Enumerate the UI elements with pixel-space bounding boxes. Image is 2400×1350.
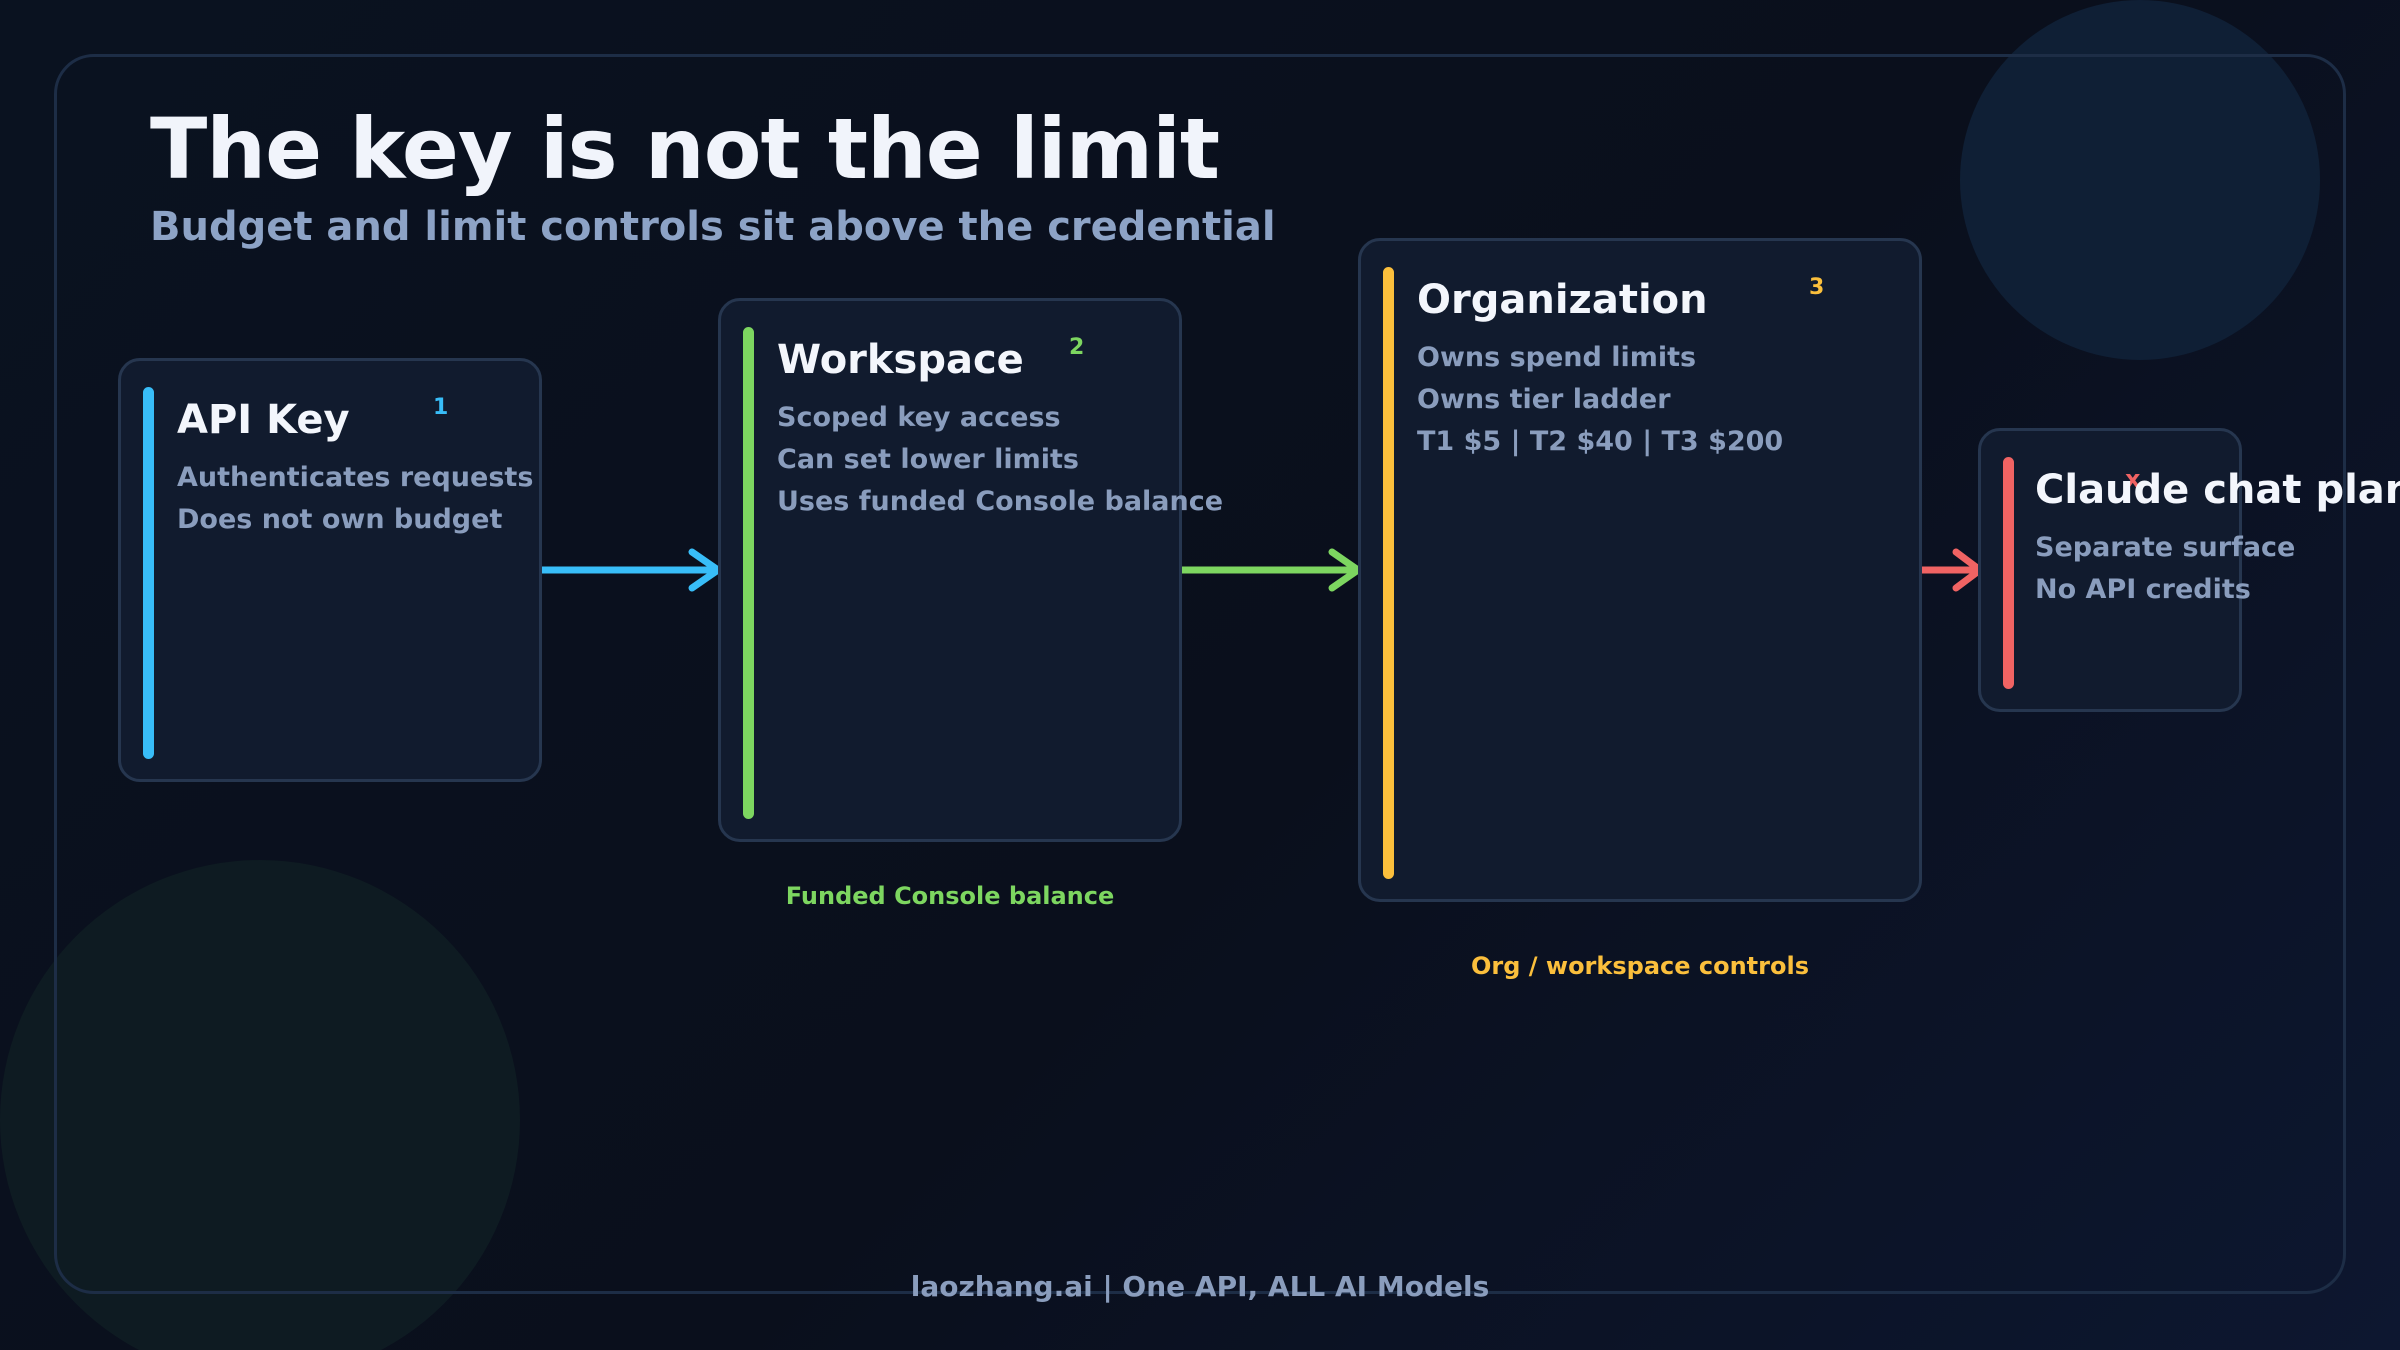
slide-frame	[54, 54, 2346, 1294]
card-line: Scoped key access	[777, 402, 1061, 433]
card-accent-bar	[743, 327, 754, 819]
card-lines: Authenticates requests Does not own budg…	[177, 457, 533, 541]
card-lines: Scoped key access Can set lower limits U…	[777, 397, 1223, 523]
card-step-marker: x	[2125, 465, 2141, 493]
card-line: Separate surface	[2035, 532, 2296, 563]
card-accent-bar	[1383, 267, 1394, 879]
card-title: Workspace	[777, 337, 1024, 383]
slide-subtitle: Budget and limit controls sit above the …	[150, 204, 1276, 250]
card-accent-bar	[143, 387, 154, 759]
card-line: No API credits	[2035, 574, 2251, 605]
card-step-number: 2	[1069, 335, 1085, 360]
card-claude-chat-plans: x Claude chat plans Separate surface No …	[1978, 428, 2400, 712]
card-organization: Organization 3 Owns spend limits Owns ti…	[1358, 238, 1922, 902]
card-line: Does not own budget	[177, 504, 503, 535]
card-api-key: API Key 1 Authenticates requests Does no…	[118, 358, 542, 782]
card-workspace: Workspace 2 Scoped key access Can set lo…	[718, 298, 1223, 842]
card-line: Owns spend limits	[1417, 342, 1697, 373]
card-accent-bar	[2003, 457, 2014, 689]
card-lines: Owns spend limits Owns tier ladder T1 $5…	[1417, 337, 1783, 463]
card-lines: Separate surface No API credits	[2035, 527, 2295, 611]
card-step-number: 1	[433, 395, 449, 420]
card-line: Can set lower limits	[777, 444, 1079, 475]
footer-branding: laozhang.ai | One API, ALL AI Models	[910, 1270, 1490, 1303]
workspace-caption: Funded Console balance	[785, 882, 1115, 910]
card-line: Authenticates requests	[177, 462, 534, 493]
card-line: Owns tier ladder	[1417, 384, 1671, 415]
card-step-number: 3	[1809, 275, 1825, 300]
decorative-circle-top-right	[1960, 0, 2320, 360]
organization-caption: Org / workspace controls	[1471, 952, 1809, 980]
slide-title: The key is not the limit	[150, 100, 1220, 198]
card-line-tiers: T1 $5 | T2 $40 | T3 $200	[1417, 426, 1784, 457]
card-line: Uses funded Console balance	[777, 486, 1224, 517]
card-title: Organization	[1417, 277, 1708, 323]
card-title: API Key	[177, 397, 350, 443]
card-title: Claude chat plans	[2035, 467, 2400, 513]
